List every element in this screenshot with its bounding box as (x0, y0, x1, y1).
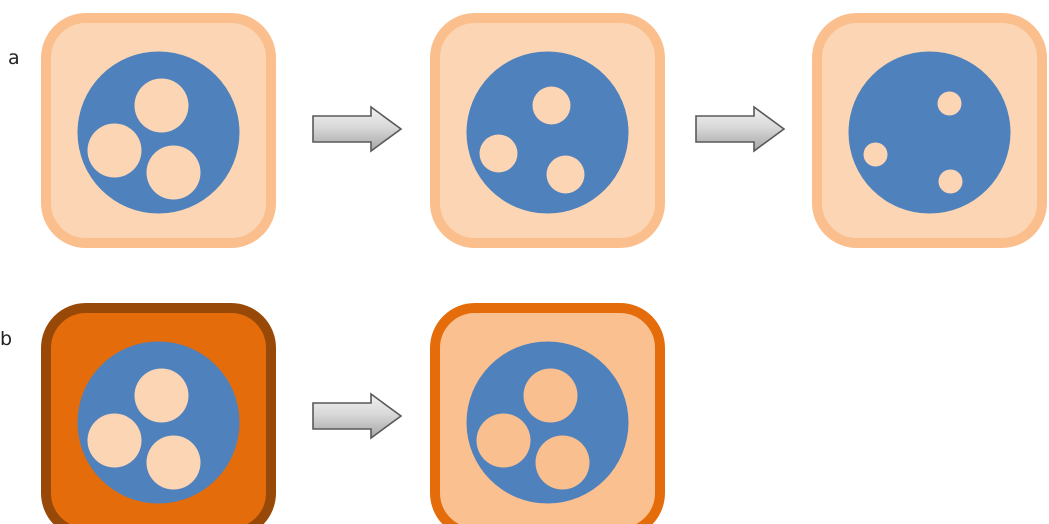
vesicle (535, 435, 590, 490)
cell-b-2 (430, 303, 665, 524)
nucleus (466, 51, 629, 214)
cell-a-1 (41, 13, 276, 248)
right-block-arrow-icon (312, 392, 403, 440)
vesicle (863, 142, 888, 167)
vesicle (546, 155, 585, 194)
vesicle (87, 413, 142, 468)
vesicle (476, 413, 531, 468)
nucleus (848, 51, 1011, 214)
vesicle (938, 169, 963, 194)
panel-b: b (0, 303, 665, 524)
vesicle (134, 368, 189, 423)
vesicle (937, 91, 962, 116)
vesicle (146, 435, 201, 490)
right-block-arrow-icon (312, 105, 403, 153)
panel-a: a (8, 13, 1047, 248)
panel-label-a: a (8, 47, 20, 69)
vesicle (532, 86, 571, 125)
cell-a-3 (812, 13, 1047, 248)
vesicle (146, 145, 201, 200)
cell-a-2 (430, 13, 665, 248)
vesicle (479, 134, 518, 173)
right-block-arrow-icon (695, 105, 786, 153)
vesicle (134, 78, 189, 133)
cell-b-1 (41, 303, 276, 524)
vesicle (87, 123, 142, 178)
vesicle (523, 368, 578, 423)
panel-label-b: b (0, 328, 12, 350)
